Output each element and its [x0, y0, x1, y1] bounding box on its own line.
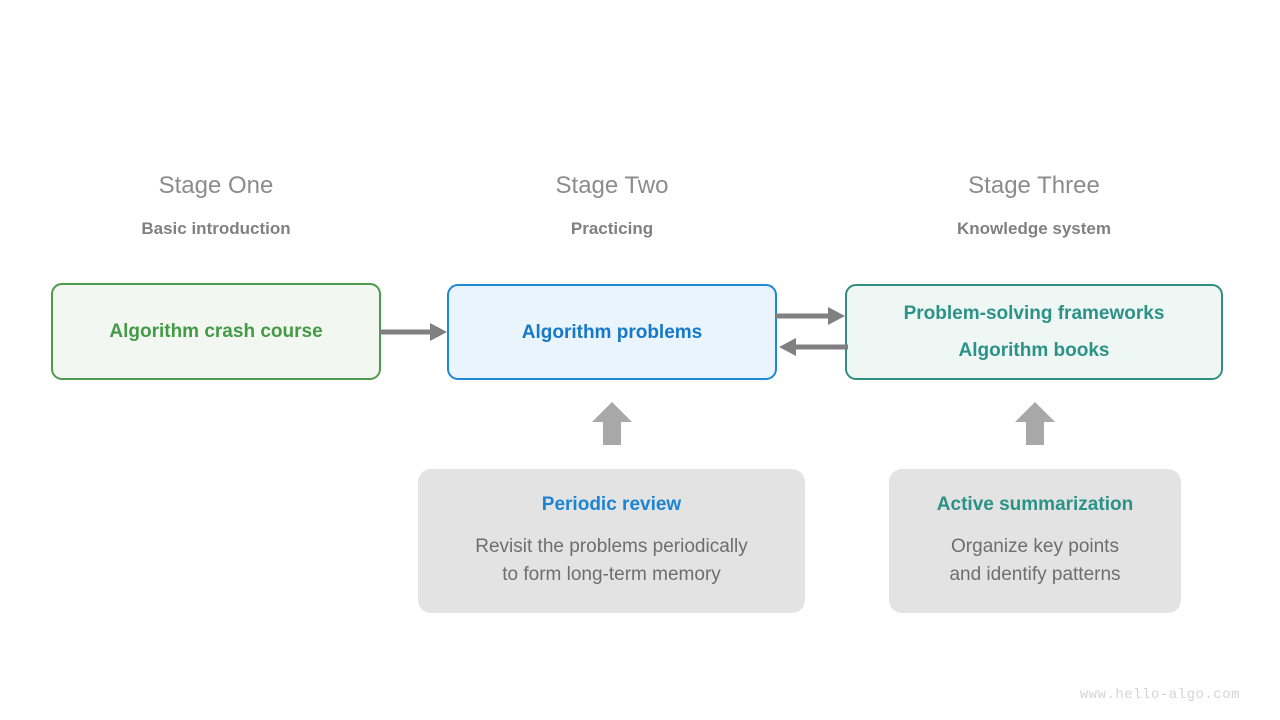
active-summarization-title: Active summarization — [936, 494, 1134, 515]
stage-three-title: Stage Three — [968, 172, 1100, 199]
active-summarization-body: Organize key points and identify pattern… — [949, 536, 1121, 585]
stage-two-title: Stage Two — [555, 172, 669, 199]
arrow-active-summarization-to-stage-three — [1015, 402, 1055, 445]
stage-three-box-label-line1: Problem-solving frameworks — [903, 303, 1165, 324]
stage-one-box-label: Algorithm crash course — [109, 321, 323, 342]
stage-two-box-label: Algorithm problems — [521, 321, 703, 343]
stage-three-header: Stage Three Knowledge system — [845, 172, 1223, 239]
stage-two-header: Stage Two Practicing — [447, 172, 777, 239]
periodic-review-body: Revisit the problems periodically to for… — [475, 536, 748, 585]
arrow-periodic-review-to-stage-two — [592, 402, 632, 445]
stage-three-box: Problem-solving frameworks Algorithm boo… — [845, 284, 1223, 380]
active-summarization-box: Active summarization Organize key points… — [889, 469, 1181, 613]
stage-one-subtitle: Basic introduction — [141, 219, 291, 238]
arrow-stage-one-to-stage-two — [380, 323, 447, 341]
periodic-review-title: Periodic review — [541, 494, 682, 515]
stage-three-box-label-line2: Algorithm books — [958, 340, 1110, 361]
watermark-url: www.hello-algo.com — [1079, 687, 1240, 703]
arrow-stage-two-to-stage-three — [776, 307, 845, 325]
arrow-stage-three-to-stage-two — [779, 338, 848, 356]
stage-one-box: Algorithm crash course — [51, 283, 381, 380]
stage-one-title: Stage One — [158, 172, 274, 199]
stage-two-subtitle: Practicing — [570, 219, 654, 238]
stage-three-subtitle: Knowledge system — [957, 219, 1111, 238]
periodic-review-box: Periodic review Revisit the problems per… — [418, 469, 805, 613]
stage-one-header: Stage One Basic introduction — [51, 172, 381, 239]
stage-two-box: Algorithm problems — [447, 284, 777, 380]
